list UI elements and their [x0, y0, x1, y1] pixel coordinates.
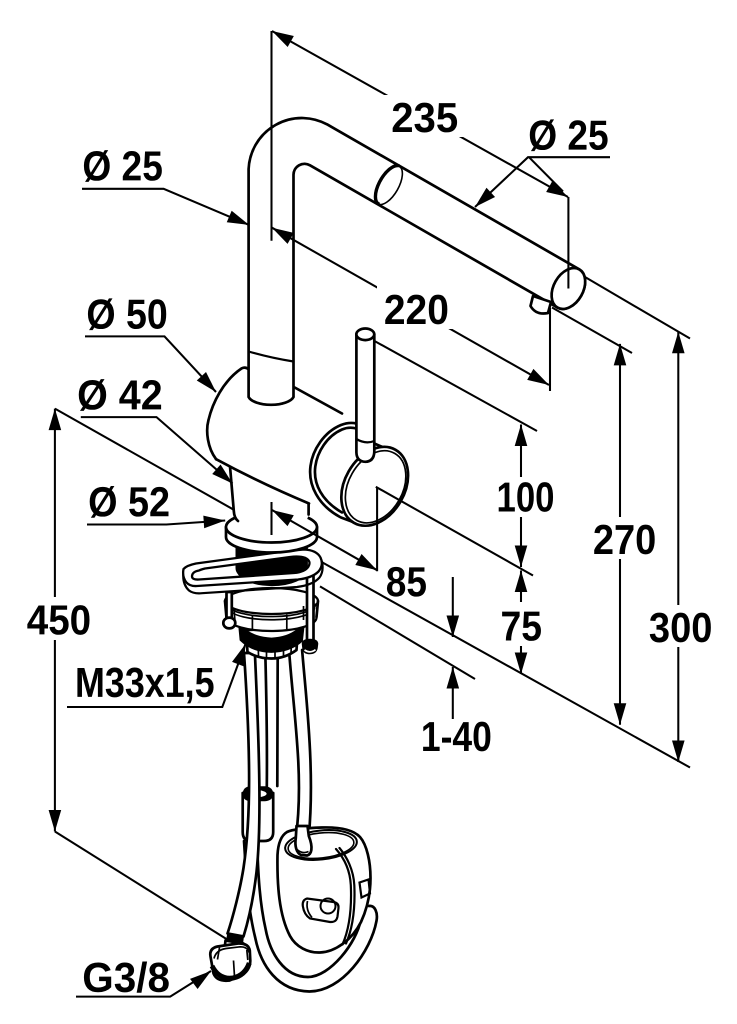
svg-text:235: 235	[391, 94, 458, 141]
svg-text:220: 220	[384, 286, 449, 333]
svg-text:Ø 50: Ø 50	[86, 291, 167, 338]
svg-text:1-40: 1-40	[421, 713, 492, 760]
svg-text:300: 300	[649, 604, 713, 651]
svg-text:Ø 42: Ø 42	[77, 371, 163, 418]
svg-text:Ø 52: Ø 52	[88, 478, 170, 525]
svg-text:Ø 25: Ø 25	[82, 142, 163, 189]
svg-text:Ø 25: Ø 25	[528, 112, 609, 159]
svg-text:100: 100	[496, 473, 554, 520]
svg-text:270: 270	[593, 516, 656, 563]
svg-text:75: 75	[501, 602, 543, 649]
svg-text:G3/8: G3/8	[82, 954, 170, 1001]
svg-text:450: 450	[27, 596, 91, 643]
svg-text:M33x1,5: M33x1,5	[75, 659, 215, 706]
svg-text:85: 85	[386, 558, 427, 605]
